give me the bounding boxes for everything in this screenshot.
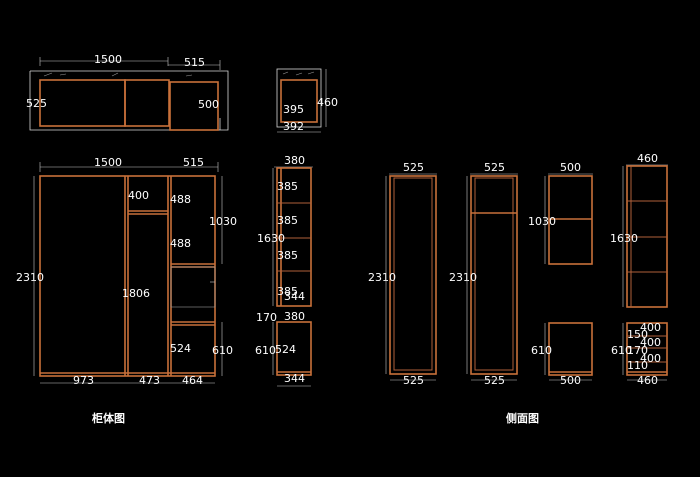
plan-width-label: 1500 [94,53,122,66]
plan-small-depth-label: 460 [317,96,338,109]
side-a-top-label: 525 [403,161,424,174]
side-a-bottom-label: 525 [403,374,424,387]
side-b-top-label: 525 [484,161,505,174]
plan-right-label: 515 [184,56,205,69]
side-c-top-label: 500 [560,161,581,174]
front-right-width-label: 515 [183,156,204,169]
section-s2-label: 385 [277,214,298,227]
front-mid-height-label: 1806 [122,287,150,300]
front-elevation: 1500 515 2310 1806 400 488 488 1030 524 … [16,156,237,387]
front-top-small-label: 400 [128,189,149,202]
side-title: 侧面图 [506,411,539,425]
front-height-label: 2310 [16,271,44,284]
side-d-d2-label: 150 [627,328,648,341]
cabinet-title: 柜体图 [91,411,125,425]
side-c-height-label: 1030 [528,215,556,228]
section-inner-label: 344 [284,290,305,303]
front-upper-total-label: 1030 [209,215,237,228]
front-upper1-label: 488 [170,193,191,206]
side-view-a: 525 2310 525 [368,161,437,387]
side-view-d: 460 1630 610 400 150 400 170 400 110 460 [610,152,668,387]
side-d-d1-label: 400 [640,321,661,334]
plan-small-inner-label: 395 [283,103,304,116]
plan-view: 1500 515 525 500 460 395 392 [26,53,338,133]
side-d-d6-label: 110 [627,359,648,372]
side-d-height-label: 1630 [610,232,638,245]
side-view-b: 525 2310 525 [449,161,518,387]
section-total-label: 1630 [257,232,285,245]
section-view: 380 385 385 385 385 344 1630 170 380 610… [255,154,313,387]
front-lower-inner-label: 524 [170,342,191,355]
plan-depth-right-label: 500 [198,98,219,111]
front-bottom-left-label: 973 [73,374,94,387]
section-lower-left-label: 610 [255,344,276,357]
side-d-bottom-label: 460 [637,374,658,387]
section-bottom-label: 344 [284,372,305,385]
section-gap-label: 170 [256,311,277,324]
side-view-c: 500 1030 610 500 [528,161,593,387]
plan-depth-left-label: 525 [26,97,47,110]
front-bottom-mid-label: 473 [139,374,160,387]
front-width-label: 1500 [94,156,122,169]
plan-small-width-label: 392 [283,120,304,133]
section-s3-label: 385 [277,249,298,262]
front-lower-total-label: 610 [212,344,233,357]
side-c-lower-label: 610 [531,344,552,357]
side-d-lower-label: 610 [611,344,632,357]
side-d-d4-label: 170 [627,344,648,357]
side-a-height-label: 2310 [368,271,396,284]
front-upper2-label: 488 [170,237,191,250]
side-b-height-label: 2310 [449,271,477,284]
section-s4-label: 385 [277,285,298,298]
section-lower-inner-label: 524 [275,343,296,356]
side-d-top-label: 460 [637,152,658,165]
section-top-label: 380 [284,154,305,167]
section-lower-top-label: 380 [284,310,305,323]
side-b-bottom-label: 525 [484,374,505,387]
side-d-d3-label: 400 [640,336,661,349]
front-bottom-right-label: 464 [182,374,203,387]
side-c-bottom-label: 500 [560,374,581,387]
side-d-d5-label: 400 [640,352,661,365]
section-s1-label: 385 [277,180,298,193]
